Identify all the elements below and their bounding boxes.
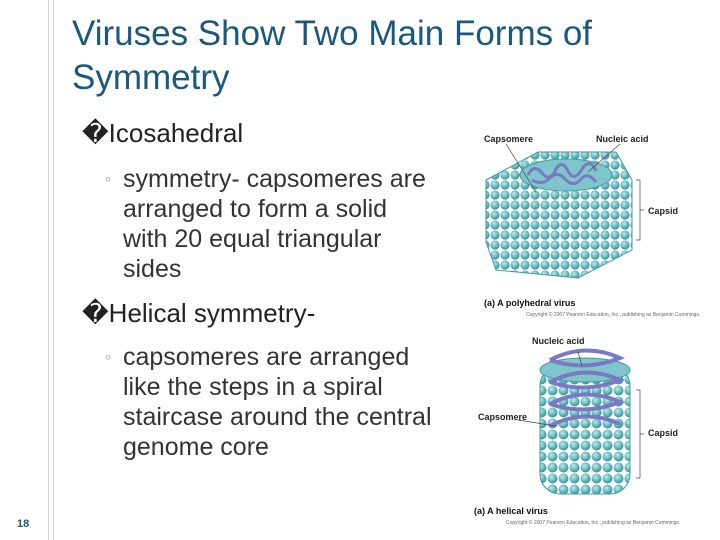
label-capsid: Capsid	[648, 206, 679, 216]
sub-bullet-icosahedral: ◦ symmetry- capsomeres are arranged to f…	[105, 164, 435, 284]
caption-polyhedral: (a) A polyhedral virus	[484, 298, 575, 308]
bullet-label: Icosahedral	[108, 118, 244, 148]
caption-text: A helical virus	[487, 506, 548, 516]
bullet-label: Helical symmetry-	[108, 298, 316, 328]
virus-figure: Capsomere Nucleic acid Capsid (a) A poly…	[470, 120, 720, 540]
sub-bullet-text: symmetry- capsomeres are arranged to for…	[123, 165, 426, 283]
side-rule	[48, 0, 56, 540]
slide-number: 18	[17, 518, 30, 530]
label-capsomere: Capsomere	[484, 134, 534, 144]
bullet-glyph: �	[82, 298, 109, 328]
caption-prefix: (a)	[484, 298, 495, 308]
label-capsid: Capsid	[648, 428, 679, 438]
bullet-helical: �Helical symmetry-	[82, 298, 315, 329]
helical-virus-illustration	[517, 348, 644, 495]
caption-helical: (a) A helical virus	[474, 506, 548, 516]
slide-title: Viruses Show Two Main Forms of Symmetry	[72, 14, 593, 97]
sub-bullet-glyph: ◦	[105, 347, 112, 367]
caption-text: A polyhedral virus	[497, 298, 576, 308]
sub-bullet-helical: ◦ capsomeres are arranged like the steps…	[105, 342, 435, 462]
bullet-icosahedral: �Icosahedral	[82, 118, 243, 149]
sub-bullet-text: capsomeres are arranged like the steps i…	[123, 343, 432, 461]
label-capsomere: Capsomere	[478, 412, 528, 422]
label-nucleic-acid: Nucleic acid	[532, 336, 585, 346]
copyright-b: Copyright © 2007 Pearson Education, Inc.…	[506, 520, 681, 526]
caption-prefix: (a)	[474, 506, 485, 516]
label-nucleic-acid: Nucleic acid	[596, 134, 649, 144]
polyhedral-virus-illustration	[485, 143, 644, 279]
copyright-a: Copyright © 2007 Pearson Education, Inc.…	[526, 312, 701, 318]
sub-bullet-glyph: ◦	[105, 169, 112, 189]
bullet-glyph: �	[82, 118, 109, 148]
